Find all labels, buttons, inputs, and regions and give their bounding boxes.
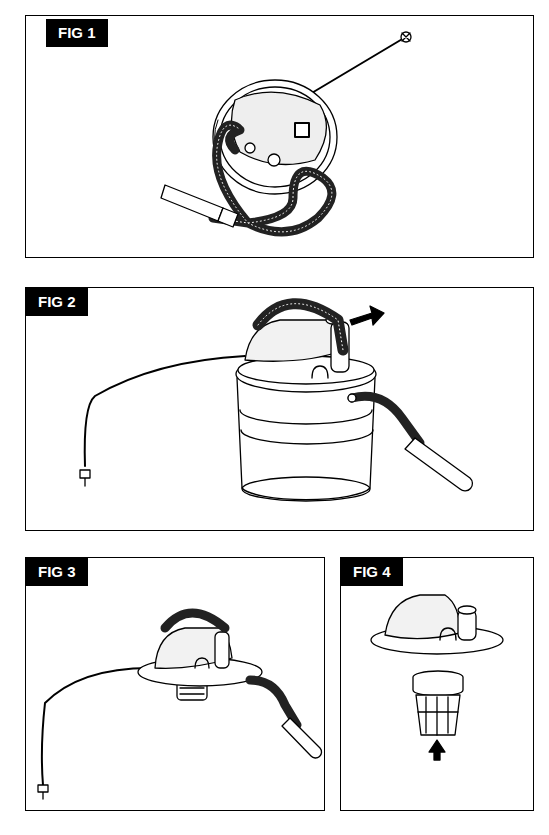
figure-panel: FIG 3 <box>25 557 325 811</box>
filter-insertion <box>371 595 503 760</box>
figure-label: FIG 3 <box>26 558 88 586</box>
figure-label: FIG 2 <box>26 288 88 316</box>
figure-panel: FIG 1 <box>25 15 534 258</box>
figure-label: FIG 4 <box>341 558 403 586</box>
top-view-vacuum <box>161 32 411 232</box>
figure-label: FIG 1 <box>46 19 108 47</box>
assembled-vacuum <box>80 304 472 501</box>
figure-panel: FIG 2 <box>25 287 534 531</box>
lid-with-filter <box>38 613 322 799</box>
figure-panel: FIG 4 <box>340 557 534 811</box>
